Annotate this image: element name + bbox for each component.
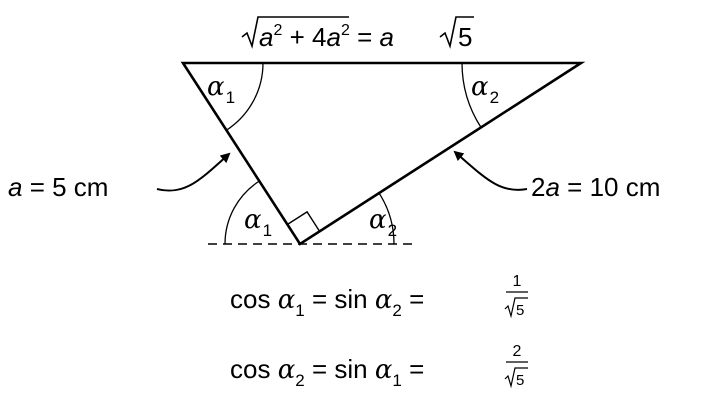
- hyp-plus: + 4: [282, 22, 326, 52]
- f1-cos: cos: [230, 284, 278, 314]
- side-a-label: a = 5 cm: [8, 172, 108, 202]
- angle-arc-top-right: [461, 62, 482, 128]
- f2-alpha: α: [278, 355, 296, 385]
- f2-alpha2: α: [375, 355, 393, 385]
- hyp-sup1: 2: [273, 22, 282, 39]
- angle-arc-bottom-left: [224, 180, 260, 245]
- f2-denominator: 5: [516, 372, 524, 389]
- angle-label-bottom-right: α2: [369, 205, 397, 240]
- hyp-var-a3: a: [379, 22, 393, 52]
- f1-eq2: =: [402, 284, 424, 314]
- sqrt-sign-2: [439, 16, 474, 49]
- hyp-five: 5: [458, 22, 472, 52]
- f1-numerator: 1: [513, 273, 522, 290]
- f1-sqrt-sign: [504, 297, 528, 319]
- f2-eq1: = sin: [305, 354, 375, 384]
- f2-numerator: 2: [513, 343, 522, 360]
- f2-sqrt-sign: [504, 367, 528, 389]
- formula-2: cos α2 = sin α1 = 2 5: [230, 343, 528, 390]
- side-2a-label: 2a = 10 cm: [531, 172, 660, 202]
- hyp-var-a2: a: [326, 22, 340, 52]
- hyp-var-a1: a: [259, 22, 273, 52]
- right-angle-marker: [287, 210, 321, 232]
- sqrt-sign: [241, 16, 349, 49]
- f2-cos: cos: [230, 354, 278, 384]
- svg-text:cos α2 = sin α1 =: cos α2 = sin α1 =: [230, 354, 424, 390]
- f1-alpha: α: [278, 285, 296, 315]
- f2-sub-a: 2: [295, 371, 304, 390]
- angle-label-top-right: α2: [471, 72, 499, 107]
- angle-arc-bottom-right: [378, 192, 395, 245]
- angle-arc-top-left: [226, 62, 264, 131]
- f2-eq2: =: [402, 354, 424, 384]
- svg-text:cos α1 = sin α2 =: cos α1 = sin α2 =: [230, 284, 424, 320]
- angle-label-bottom-left: α1: [244, 205, 272, 240]
- formula-1: cos α1 = sin α2 = 1 5: [230, 273, 528, 320]
- arrow-to-side-a: [156, 152, 231, 192]
- hyp-eq: =: [350, 22, 380, 52]
- angle-label-top-left: α1: [207, 72, 235, 107]
- f1-eq1: = sin: [305, 284, 375, 314]
- arrow-to-side-2a: [453, 150, 528, 191]
- f1-denominator: 5: [516, 302, 524, 319]
- f2-sub-b: 1: [392, 371, 401, 390]
- f1-sub-b: 2: [392, 301, 401, 320]
- hypotenuse-label: a2 + 4a2 = a 5: [241, 16, 474, 52]
- triangle: [180, 61, 586, 246]
- f1-sub-a: 1: [295, 301, 304, 320]
- svg-text:a2 + 4a2 = a: a2 + 4a2 = a: [259, 22, 394, 52]
- hyp-sup2: 2: [341, 22, 350, 39]
- f1-alpha2: α: [375, 285, 393, 315]
